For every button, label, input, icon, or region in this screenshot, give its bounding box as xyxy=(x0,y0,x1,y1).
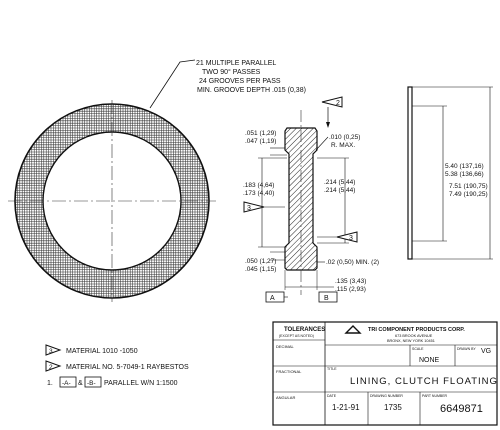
dim-bot-b: .045 (1,15) xyxy=(245,266,276,273)
flag-3-right-number: 3 xyxy=(349,235,353,242)
leader-line xyxy=(149,59,196,109)
datum-b: B xyxy=(324,295,329,302)
drawn-by-label: DRAWN BY xyxy=(457,347,476,351)
edge-profile xyxy=(407,86,413,260)
cross-section-view: 2 .051 (1,29) .047 (1,19) .010 (0,25) R.… xyxy=(243,96,379,303)
title-label: TITLE xyxy=(327,367,337,371)
note-2-flag xyxy=(45,360,62,372)
dim-top-thk-a: .051 (1,29) xyxy=(245,130,276,137)
notes-block: 3 MATERIAL 1010 -1050 2 MATERIAL NO. 5-7… xyxy=(45,344,189,388)
clutch-disc-view xyxy=(8,100,216,302)
fractional-label: FRACTIONAL xyxy=(276,369,302,374)
note-3-text: MATERIAL 1010 -1050 xyxy=(66,348,138,355)
note-line-1: 21 MULTIPLE PARALLEL xyxy=(196,60,276,67)
dim-left-a: .183 (4,64) xyxy=(243,182,274,189)
dim-mid-a: .214 (5,44) xyxy=(324,179,355,186)
note-1-number: 1. xyxy=(47,380,53,387)
datum-a-box xyxy=(265,291,285,303)
note-line-3: 24 GROOVES PER PASS xyxy=(199,78,281,85)
dim-groove: .02 (0,50) MIN. (2) xyxy=(326,259,379,266)
date-value: 1-21-91 xyxy=(332,403,360,412)
tolerances-sub: (EXCEPT AS NOTED) xyxy=(279,334,314,338)
part-number-label: PART NUMBER xyxy=(422,394,448,398)
flag-2-number: 2 xyxy=(336,100,340,107)
svg-text:&: & xyxy=(78,380,83,387)
drawing-number-label: DRAWING NUMBER xyxy=(370,394,403,398)
company-name: TRI COMPONENT PRODUCTS CORP. xyxy=(368,327,465,333)
dim-left-b: .173 (4,40) xyxy=(243,190,274,197)
note-3-flag xyxy=(45,344,62,356)
dim-mid-b: .214 (5,44) xyxy=(324,187,355,194)
scale-value: NONE xyxy=(419,357,440,364)
datum-b-box xyxy=(318,291,338,303)
note-line-4: MIN. GROOVE DEPTH .015 (0,38) xyxy=(197,87,306,94)
title-block xyxy=(272,321,498,426)
dim-width-a: .135 (3,43) xyxy=(335,278,366,285)
company-address-2: BRONX, NEW YORK 10451 xyxy=(387,339,435,343)
flag-3-right-symbol xyxy=(336,231,358,243)
flag-3-left-symbol xyxy=(243,201,265,213)
svg-text:2: 2 xyxy=(49,364,53,371)
part-number-value: 6649871 xyxy=(440,403,483,415)
title-block-text: TOLERANCES (EXCEPT AS NOTED) DECIMAL FRA… xyxy=(276,325,498,415)
title-value: LINING, CLUTCH FLOATING xyxy=(350,376,498,387)
dim-width-b: .115 (2,93) xyxy=(335,286,366,293)
dim-top-thk-b: .047 (1,19) xyxy=(245,138,276,145)
note-1-datum-b: -B- xyxy=(87,380,96,387)
edge-view: 5.40 (137,16) 5.38 (136,66) 7.51 (190,75… xyxy=(407,86,493,260)
dim-od-a: 7.51 (190,75) xyxy=(449,183,488,190)
drawn-by-value: VG xyxy=(481,348,491,355)
groove-note: 21 MULTIPLE PARALLEL TWO 90° PASSES 24 G… xyxy=(149,59,306,109)
flag-2-symbol xyxy=(321,96,343,108)
tolerances-label: TOLERANCES xyxy=(284,327,325,333)
dim-od-b: 7.49 (190,25) xyxy=(449,191,488,198)
note-2-text: MATERIAL NO. 5-7049-1 RAYBESTOS xyxy=(66,364,189,371)
note-1-datum-a: -A- xyxy=(62,380,71,387)
angular-label: ANGULAR xyxy=(276,395,295,400)
arrow xyxy=(326,122,330,128)
decimal-label: DECIMAL xyxy=(276,344,295,349)
dim-id-b: 5.38 (136,66) xyxy=(445,171,484,178)
svg-text:3: 3 xyxy=(49,348,53,355)
scale-label: SCALE xyxy=(412,347,424,351)
dim-radius-a: .010 (0,25) xyxy=(329,134,360,141)
company-logo xyxy=(344,325,362,334)
dim-bot-a: .050 (1,27) xyxy=(245,258,276,265)
date-label: DATE xyxy=(327,394,337,398)
drawing-number-value: 1735 xyxy=(384,403,402,412)
dim-radius-b: R. MAX. xyxy=(331,142,355,149)
datum-a: A xyxy=(270,295,275,302)
note-line-2: TWO 90° PASSES xyxy=(202,68,261,76)
company-address-1: 673 BROOK AVENUE xyxy=(395,334,433,338)
note-1-text: PARALLEL W/N 1:1500 xyxy=(104,380,178,387)
dim-id-a: 5.40 (137,16) xyxy=(445,163,484,170)
flag-3-left-number: 3 xyxy=(247,205,251,212)
